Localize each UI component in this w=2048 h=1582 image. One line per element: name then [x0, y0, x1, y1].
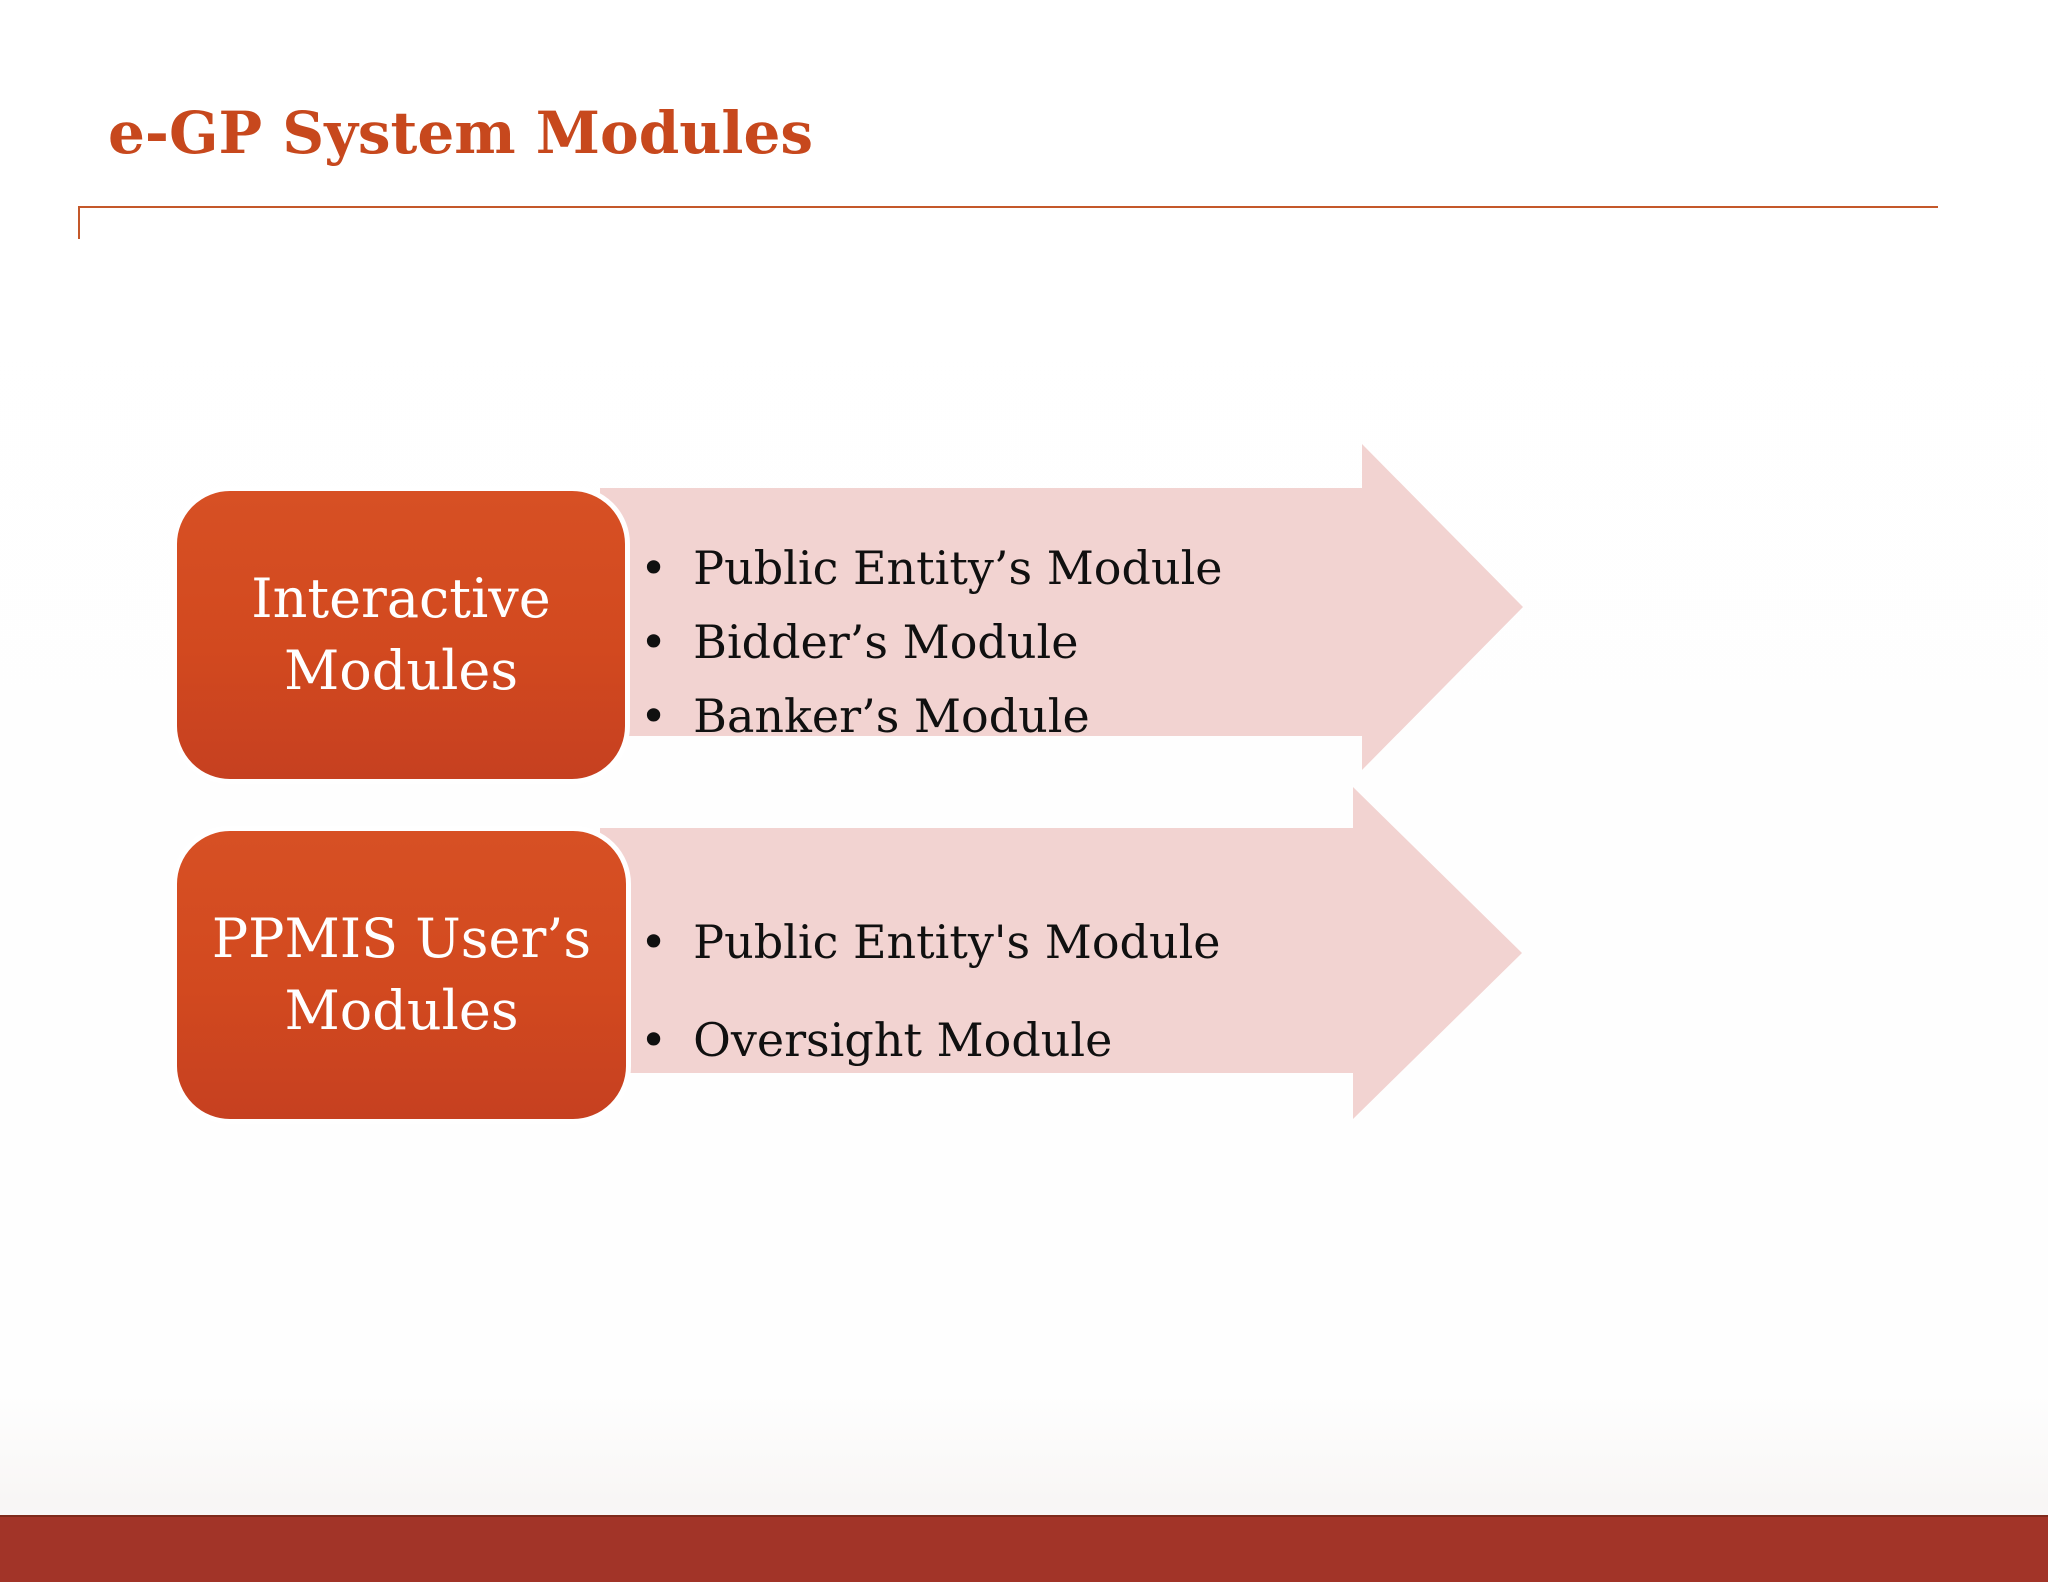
bullet-text: Public Entity’s Module: [693, 541, 1223, 595]
bullet-icon: •: [640, 1013, 668, 1067]
bullet-list: • Public Entity's Module • Oversight Mod…: [640, 893, 1221, 1089]
module-label: PPMIS User’s Modules: [211, 907, 592, 1042]
bullet-item: • Public Entity's Module: [640, 893, 1221, 991]
bullet-icon: •: [640, 541, 668, 595]
bullet-icon: •: [640, 689, 668, 743]
bullet-item: • Public Entity’s Module: [640, 531, 1223, 605]
bullet-text: Banker’s Module: [693, 689, 1090, 743]
module-label-box: Interactive Modules: [172, 486, 630, 784]
arrow-shape: [600, 444, 1523, 770]
footer-bar: [0, 1515, 2048, 1582]
module-label-box: PPMIS User’s Modules: [172, 826, 631, 1124]
bullet-list: • Public Entity’s Module • Bidder’s Modu…: [640, 531, 1223, 753]
bullet-text: Bidder’s Module: [693, 615, 1079, 669]
module-label: Interactive Modules: [251, 567, 551, 702]
title-divider: [78, 206, 1938, 239]
bullet-text: Public Entity's Module: [693, 915, 1221, 969]
bullet-item: • Bidder’s Module: [640, 605, 1223, 679]
bullet-icon: •: [640, 615, 668, 669]
page-title: e-GP System Modules: [108, 99, 814, 167]
divider-corner-tick: [78, 206, 80, 239]
bullet-item: • Oversight Module: [640, 991, 1221, 1089]
bullet-icon: •: [640, 915, 668, 969]
bullet-item: • Banker’s Module: [640, 679, 1223, 753]
bullet-text: Oversight Module: [693, 1013, 1113, 1067]
arrow-shape: [600, 787, 1522, 1119]
